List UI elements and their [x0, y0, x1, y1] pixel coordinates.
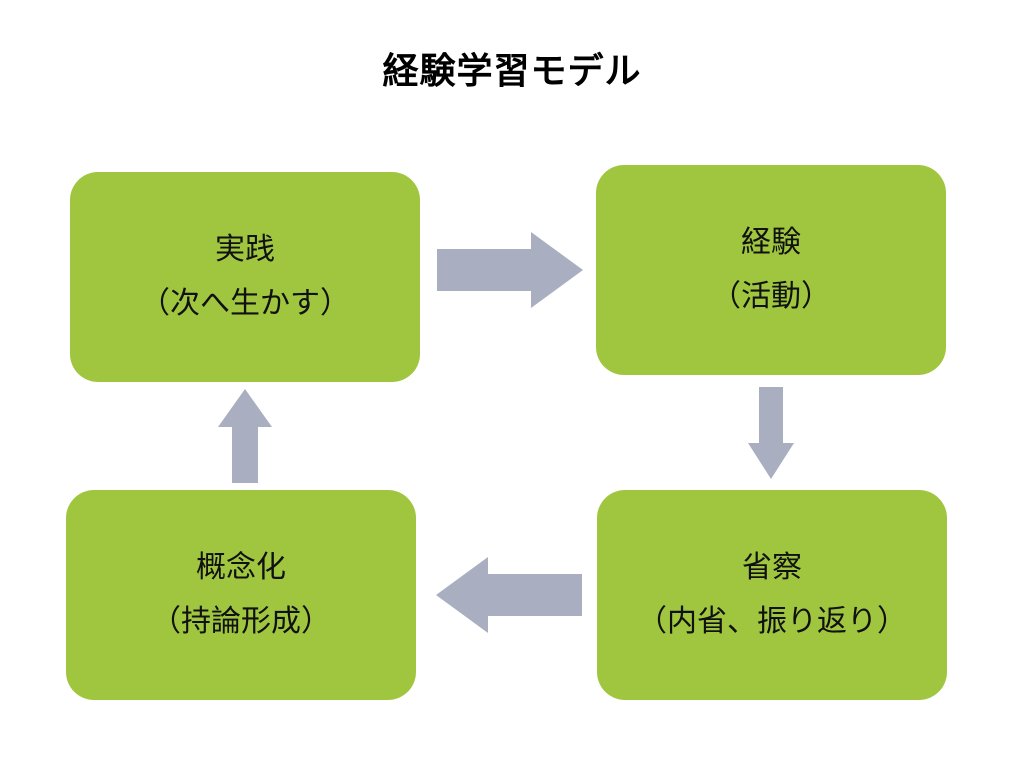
arrow-left-icon — [436, 557, 582, 633]
box-experience-label: 経験 — [741, 225, 801, 260]
box-practice-sublabel: （次へ生かす） — [140, 286, 350, 321]
diagram-title: 経験学習モデル — [382, 51, 642, 92]
box-experience-sublabel: （活動） — [711, 279, 831, 314]
arrow-right-icon — [437, 232, 583, 308]
arrow-up-icon — [218, 389, 272, 483]
box-practice-label: 実践 — [215, 232, 275, 267]
box-reflection: 省察 （内省、振り返り） — [597, 490, 947, 700]
box-concept-label: 概念化 — [196, 550, 286, 585]
box-reflection-sublabel: （内省、振り返り） — [637, 604, 907, 639]
box-concept-sublabel: （持論形成） — [151, 604, 331, 639]
box-reflection-label: 省察 — [742, 550, 802, 585]
box-practice: 実践 （次へ生かす） — [70, 172, 420, 382]
arrow-down-icon — [748, 387, 794, 479]
box-experience: 経験 （活動） — [596, 165, 946, 375]
box-concept: 概念化 （持論形成） — [66, 490, 416, 700]
